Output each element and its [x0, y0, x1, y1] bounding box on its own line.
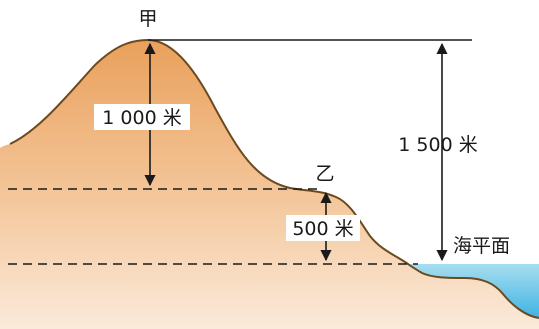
relative-height-peak-label: 1 000 米 — [102, 107, 181, 129]
relative-height-shoulder-label-bg — [286, 215, 360, 241]
sea-level-label: 海平面 — [453, 235, 510, 257]
relative-height-peak-label-bg — [94, 104, 190, 130]
peak-label: 甲 — [138, 8, 157, 30]
land-mass — [0, 40, 539, 329]
relative-height-shoulder-label: 500 米 — [292, 218, 353, 240]
sea-water — [408, 264, 539, 318]
absolute-height-label: 1 500 米 — [398, 134, 477, 156]
shoulder-label: 乙 — [315, 163, 334, 185]
land-outline — [9, 38, 539, 319]
